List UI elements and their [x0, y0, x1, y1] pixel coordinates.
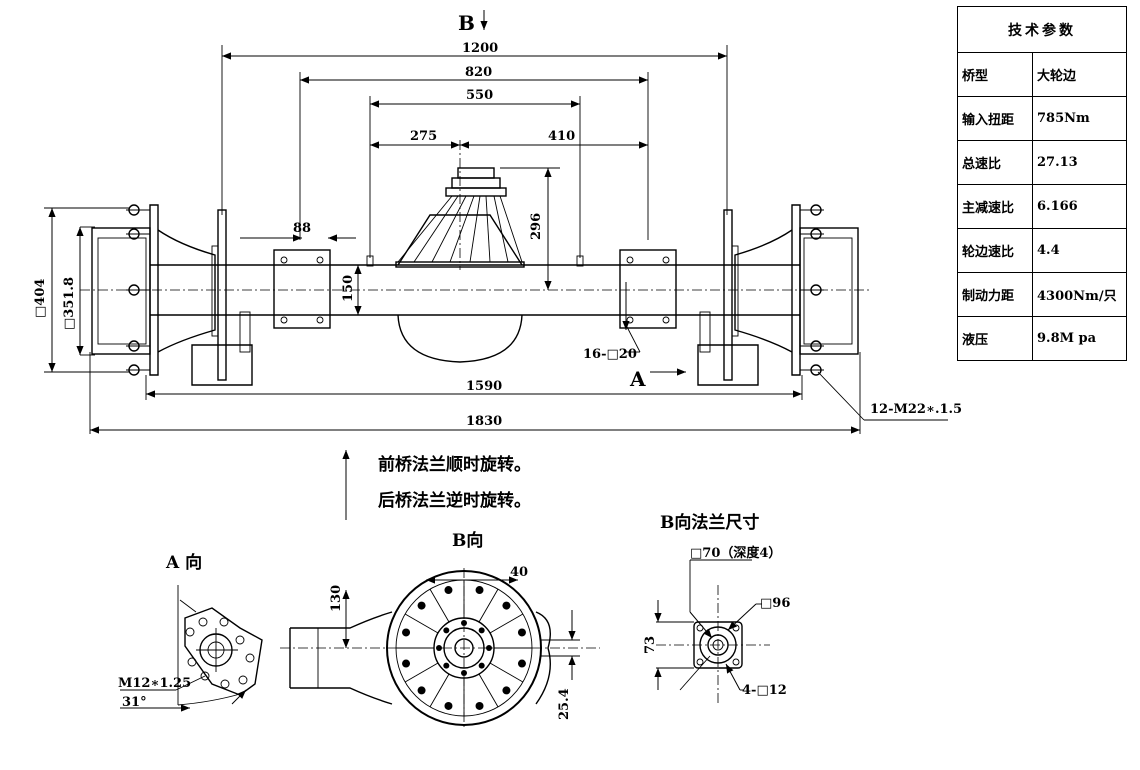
dim-150: 150: [341, 275, 356, 302]
spec-value: 27.13: [1032, 140, 1127, 185]
housing-bolt: [444, 701, 453, 710]
dim-88: 88: [293, 221, 311, 236]
note-front: 前桥法兰顺时旋转。: [378, 454, 531, 475]
spec-key: 制动力距: [957, 272, 1033, 317]
holes-spec: 16-□20: [583, 347, 637, 362]
hub-bolt: [486, 645, 492, 651]
housing-bolt: [475, 701, 484, 710]
view-b-dim-130: 130: [329, 585, 344, 612]
spec-row: 桥型大轮边: [957, 52, 1127, 97]
view-a-angle: 31°: [122, 695, 147, 710]
spec-value: 4.4: [1032, 228, 1127, 273]
flange-view: B向法兰尺寸 □70（深度4） □96 73 4-□12: [643, 512, 790, 705]
spec-key: 总速比: [957, 140, 1033, 185]
view-a-label: A 向: [165, 552, 202, 573]
spec-key: 轮边速比: [957, 228, 1033, 273]
housing-bolt: [475, 586, 484, 595]
hub-bolt: [478, 627, 485, 634]
spec-value: 4300Nm/只: [1032, 272, 1127, 317]
bolts-spec: 12-M22∗.1.5: [870, 402, 962, 417]
housing-bolt: [502, 686, 511, 695]
spec-value: 大轮边: [1032, 52, 1127, 97]
axle-front-view: [80, 167, 870, 386]
housing-bolt: [502, 601, 511, 610]
spec-value: 6.166: [1032, 184, 1127, 229]
b-view-marker: B: [458, 11, 475, 35]
spec-key: 桥型: [957, 52, 1033, 97]
hub-bolt: [461, 620, 467, 626]
view-b-label: B向: [452, 530, 483, 551]
housing-rib: [478, 673, 499, 708]
view-b: B向 40 130 25.4: [280, 530, 600, 728]
housing-bolt: [402, 628, 411, 637]
dim-1830: 1830: [466, 414, 502, 429]
hub-bolt: [443, 662, 450, 669]
housing-rib: [489, 662, 524, 683]
housing-bolt: [517, 628, 526, 637]
housing-rib: [404, 613, 439, 634]
dim-1200: 1200: [462, 41, 498, 56]
dim-1590: 1590: [466, 379, 502, 394]
note-rear: 后桥法兰逆时旋转。: [378, 490, 531, 511]
dim-296: 296: [529, 213, 544, 240]
housing-bolt: [444, 586, 453, 595]
dim-275: 275: [410, 129, 437, 144]
housing-bolt: [417, 601, 426, 610]
dim-351: □351.8: [62, 277, 77, 330]
housing-rib: [478, 588, 499, 623]
housing-rib: [429, 673, 450, 708]
a-view-marker: A: [629, 367, 646, 391]
flange-dim-73: 73: [643, 636, 658, 654]
side-dimensions: □404 □351.8 88 150 16-□20 A 1590 1830 12…: [33, 207, 962, 434]
view-a-thread: M12∗1.25: [118, 676, 191, 691]
spec-value: 785Nm: [1032, 96, 1127, 141]
view-b-spokes: [396, 580, 532, 716]
flange-dim-70: □70（深度4）: [690, 545, 781, 561]
housing-bolt: [417, 686, 426, 695]
hub-bolt: [443, 627, 450, 634]
dim-820: 820: [465, 65, 492, 80]
housing-rib: [404, 662, 439, 683]
view-b-dim-40: 40: [510, 565, 528, 580]
spec-table-header: 技术参数: [957, 6, 1127, 53]
spec-key: 主减速比: [957, 184, 1033, 229]
dim-410: 410: [548, 129, 575, 144]
view-b-dim-254: 25.4: [557, 688, 572, 720]
housing-bolt: [517, 659, 526, 668]
hub-bolt: [478, 662, 485, 669]
housing-rib: [429, 588, 450, 623]
flange-label: B向法兰尺寸: [660, 512, 759, 533]
dim-550: 550: [466, 88, 493, 103]
top-dimensions: 1200 820 550 275 410 296: [221, 41, 728, 290]
view-a: A 向 M12∗1.25 31°: [118, 552, 263, 712]
flange-dim-96: □96: [760, 596, 790, 611]
housing-bolt: [402, 659, 411, 668]
hub-bolt: [461, 670, 467, 676]
dim-404: □404: [33, 279, 48, 318]
hub-bolt: [436, 645, 442, 651]
spec-key: 输入扭距: [957, 96, 1033, 141]
spec-value: 9.8M pa: [1032, 316, 1127, 361]
housing-rib: [489, 613, 524, 634]
spec-key: 液压: [957, 316, 1033, 361]
flange-holes: 4-□12: [742, 683, 787, 698]
